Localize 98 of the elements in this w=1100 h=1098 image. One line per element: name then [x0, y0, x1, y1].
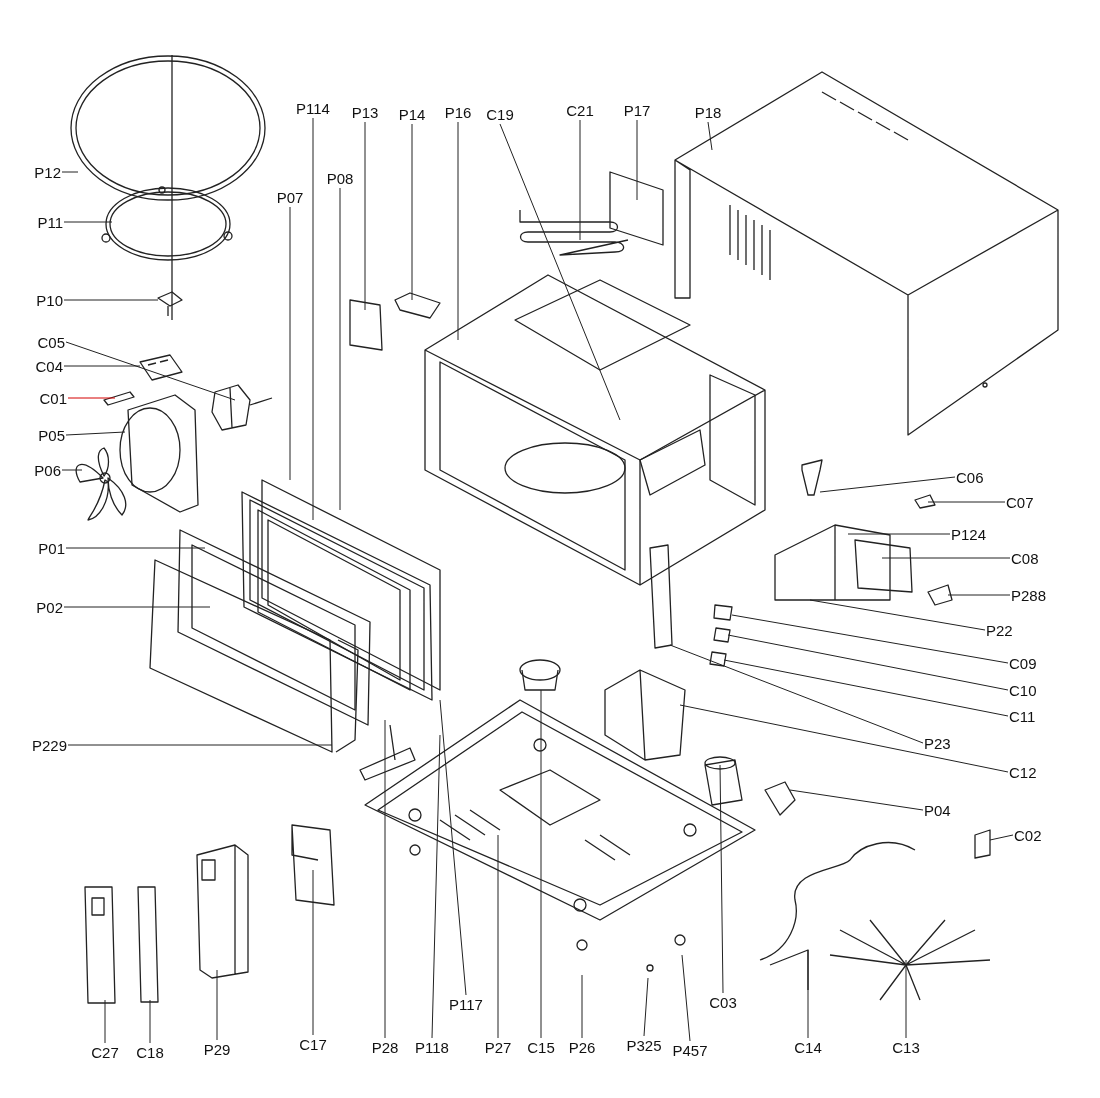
callout-number: P117: [449, 996, 483, 1013]
callout-number: C10: [1009, 681, 1037, 699]
callout-number: C14: [794, 1039, 822, 1056]
leader-line: [989, 834, 1014, 841]
leader-line: [63, 221, 113, 223]
leader-line: [63, 365, 141, 367]
leader-line: [905, 959, 907, 1039]
callout-number: P17: [623, 102, 651, 119]
leader-line: [727, 634, 1009, 691]
callout-number: P325: [626, 1037, 662, 1054]
callout-number: C19: [486, 106, 514, 123]
leader-line: [581, 974, 583, 1039]
callout-number: C04: [35, 357, 63, 375]
callout-number: P26: [568, 1039, 596, 1056]
callout-number: C01: [39, 389, 67, 407]
callout-number: P05: [38, 426, 65, 444]
callout-number: P01: [38, 539, 65, 557]
callout-number: P06: [34, 461, 61, 479]
leader-line: [312, 869, 314, 1036]
leader-line: [847, 533, 951, 535]
leader-line: [807, 949, 809, 1039]
callout-number: C06: [956, 468, 984, 486]
callout-number: P27: [484, 1039, 512, 1056]
leader-line: [679, 704, 1009, 773]
leader-line: [636, 119, 638, 201]
leader-line: [457, 121, 459, 341]
callout-number: C11: [1009, 707, 1036, 725]
leader-line: [881, 557, 1011, 559]
callout-number: P457: [672, 1042, 708, 1059]
callout-number: P04: [924, 801, 951, 819]
callout-number: P02: [36, 598, 63, 616]
callout-number: C13: [892, 1039, 920, 1056]
leader-line: [312, 117, 314, 521]
callout-number: C09: [1009, 654, 1037, 672]
callout-number: C17: [299, 1036, 327, 1053]
callout-number: P124: [951, 525, 987, 543]
leader-line: [65, 431, 126, 436]
callout-number: C15: [527, 1039, 555, 1056]
leader-line: [669, 644, 924, 744]
leader-line: [104, 999, 106, 1044]
leader-line: [149, 999, 151, 1044]
callout-number: P08: [326, 170, 354, 187]
callout-number: P18: [694, 104, 722, 121]
callout-number: P14: [398, 106, 426, 123]
leader-line: [579, 119, 581, 241]
callout-number: P16: [444, 104, 472, 121]
callout-number: P118: [415, 1039, 449, 1056]
leader-line: [439, 699, 467, 996]
leader-line: [681, 954, 691, 1042]
leader-line: [65, 341, 236, 401]
leader-line: [731, 614, 1009, 664]
leader-line: [431, 734, 441, 1039]
leader-line: [61, 171, 79, 173]
callout-number: C02: [1014, 826, 1042, 844]
leader-line: [497, 834, 499, 1039]
leader-line: [67, 744, 333, 746]
callout-number: P22: [986, 621, 1013, 639]
leader-line: [809, 599, 986, 631]
leader-line: [339, 187, 341, 511]
leader-line: [411, 123, 413, 301]
leader-line: [707, 121, 713, 151]
leader-line: [289, 206, 291, 481]
callout-number: C21: [566, 102, 594, 119]
callout-number: P10: [36, 291, 63, 309]
leader-line: [723, 659, 1009, 717]
leader-line: [499, 123, 621, 421]
callout-number: C27: [91, 1044, 119, 1061]
callout-number: P29: [203, 1041, 231, 1058]
leader-line: [927, 501, 1006, 503]
callout-number: P288: [1011, 586, 1047, 604]
leader-line: [947, 594, 1011, 596]
leader-line: [216, 969, 218, 1041]
leader-line: [540, 689, 542, 1039]
leader-line: [67, 397, 116, 399]
leader-line: [63, 299, 159, 301]
leader-line: [719, 764, 724, 994]
leader-line: [65, 547, 206, 549]
leader-line: [789, 789, 924, 811]
callout-number: C08: [1011, 549, 1039, 567]
callout-number: P229: [31, 736, 67, 754]
callout-number: P28: [371, 1039, 399, 1056]
callout-number: P23: [924, 734, 951, 752]
callout-number: P12: [34, 163, 61, 181]
callout-number: C03: [709, 994, 737, 1011]
leader-line: [643, 977, 649, 1037]
callout-number: P07: [276, 189, 304, 206]
callout-number: C05: [37, 333, 65, 351]
callout-number: C07: [1006, 493, 1034, 511]
callout-number: P11: [37, 213, 63, 231]
callout-number: P13: [351, 104, 379, 121]
callout-number: P114: [296, 100, 330, 117]
leader-line: [819, 476, 956, 493]
leader-line: [63, 606, 211, 608]
leader-line: [61, 469, 83, 471]
leader-line: [364, 121, 366, 311]
callout-number: C12: [1009, 763, 1037, 781]
leader-line: [384, 719, 386, 1039]
callout-number: C18: [136, 1044, 164, 1061]
